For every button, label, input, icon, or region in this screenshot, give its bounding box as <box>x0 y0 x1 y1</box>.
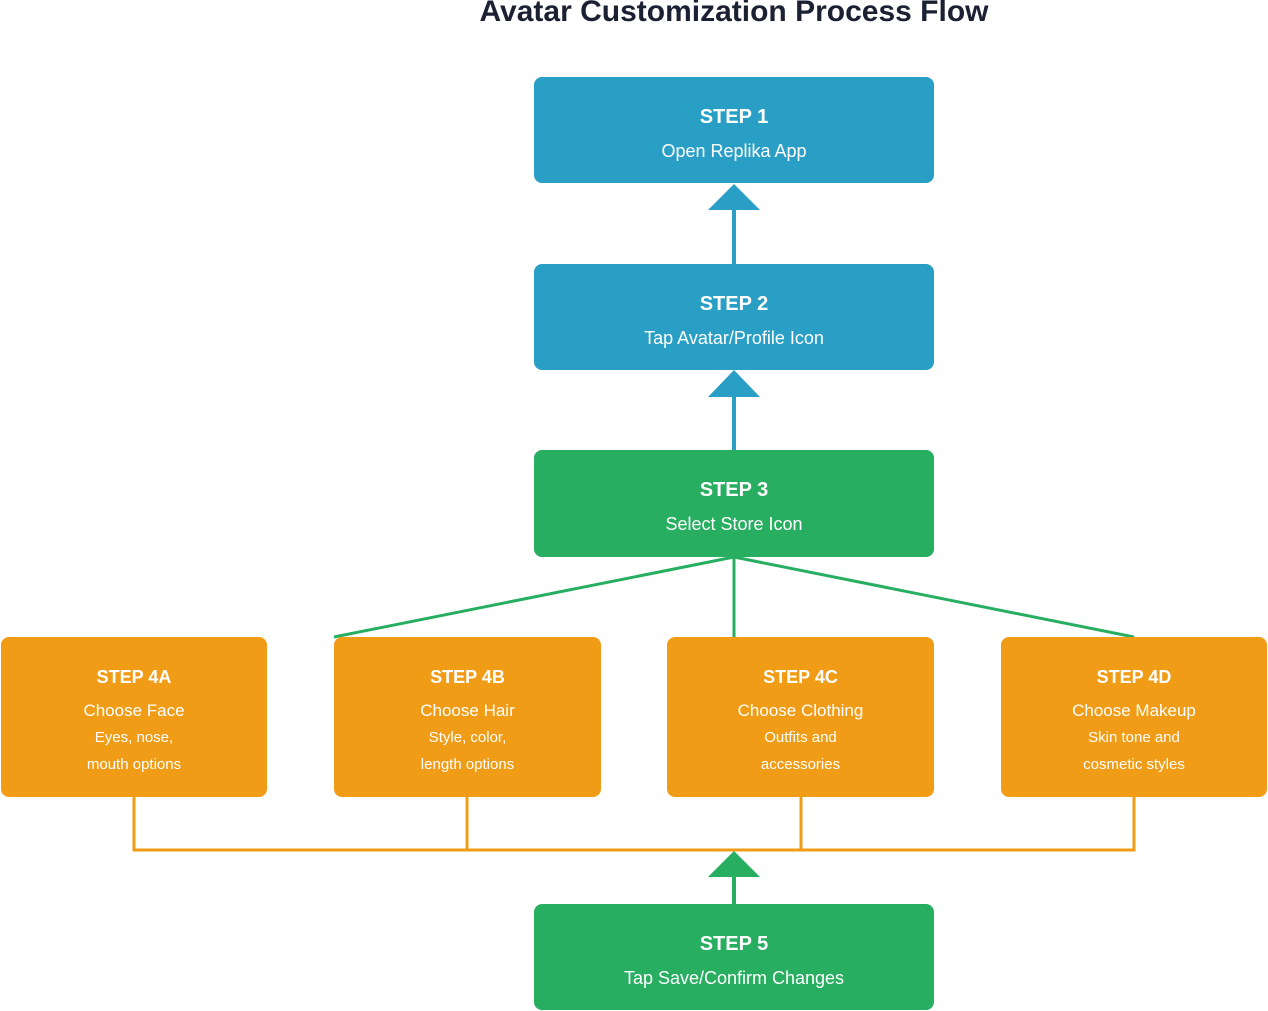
step-4d-box: STEP 4D Choose Makeup Skin tone and cosm… <box>1001 637 1267 797</box>
step-2-text: Tap Avatar/Profile Icon <box>644 328 824 348</box>
step-4a-box: STEP 4A Choose Face Eyes, nose, mouth op… <box>1 637 267 797</box>
step-1-label: STEP 1 <box>699 106 769 128</box>
step-3-label: STEP 3 <box>699 479 769 501</box>
step-2-label: STEP 2 <box>699 293 769 315</box>
step-4c-box: STEP 4C Choose Clothing Outfits and acce… <box>667 637 934 797</box>
step-4b-desc-line-2: length options <box>420 756 515 773</box>
step-3-box: STEP 3 Select Store Icon <box>534 450 934 557</box>
step-4c-desc-line-1: Outfits and <box>764 729 837 746</box>
step-4d-desc-line-1: Skin tone and <box>1088 729 1180 746</box>
diagram-title: Avatar Customization Process Flow <box>479 0 989 28</box>
step-4c-text: Choose Clothing <box>737 701 864 720</box>
step-2-box: STEP 2 Tap Avatar/Profile Icon <box>534 264 934 370</box>
arrowhead-step2 <box>708 370 760 397</box>
step-1-text: Open Replika App <box>661 141 807 161</box>
connector-step3-step4d <box>733 555 1135 639</box>
step-4d-desc-line-2: cosmetic styles <box>1083 756 1185 773</box>
step-4c-label: STEP 4C <box>763 667 838 687</box>
step-3-text: Select Store Icon <box>665 514 803 534</box>
step-5-text: Tap Save/Confirm Changes <box>623 968 845 988</box>
step-4c-desc-line-2: accessories <box>760 756 841 773</box>
step-4a-desc-line-2: mouth options <box>86 756 182 773</box>
step-4b-label: STEP 4B <box>430 667 505 687</box>
arrowhead-bus <box>708 851 760 877</box>
step-1-box: STEP 1 Open Replika App <box>534 77 934 183</box>
arrowhead-step1 <box>708 184 760 210</box>
step-4a-text: Choose Face <box>83 701 185 720</box>
step-4b-box: STEP 4B Choose Hair Style, color, length… <box>334 637 601 797</box>
step-4a-desc-line-1: Eyes, nose, <box>94 729 174 746</box>
step-4d-text: Choose Makeup <box>1072 701 1196 720</box>
step-4a-label: STEP 4A <box>96 667 172 687</box>
step-5-label: STEP 5 <box>699 933 769 955</box>
connector-step3-step4b <box>333 555 735 639</box>
step-4d-label: STEP 4D <box>1096 667 1172 687</box>
step-4b-desc-line-1: Style, color, <box>428 729 507 746</box>
step-5-box: STEP 5 Tap Save/Confirm Changes <box>534 904 934 1010</box>
step-4b-text: Choose Hair <box>420 701 515 720</box>
